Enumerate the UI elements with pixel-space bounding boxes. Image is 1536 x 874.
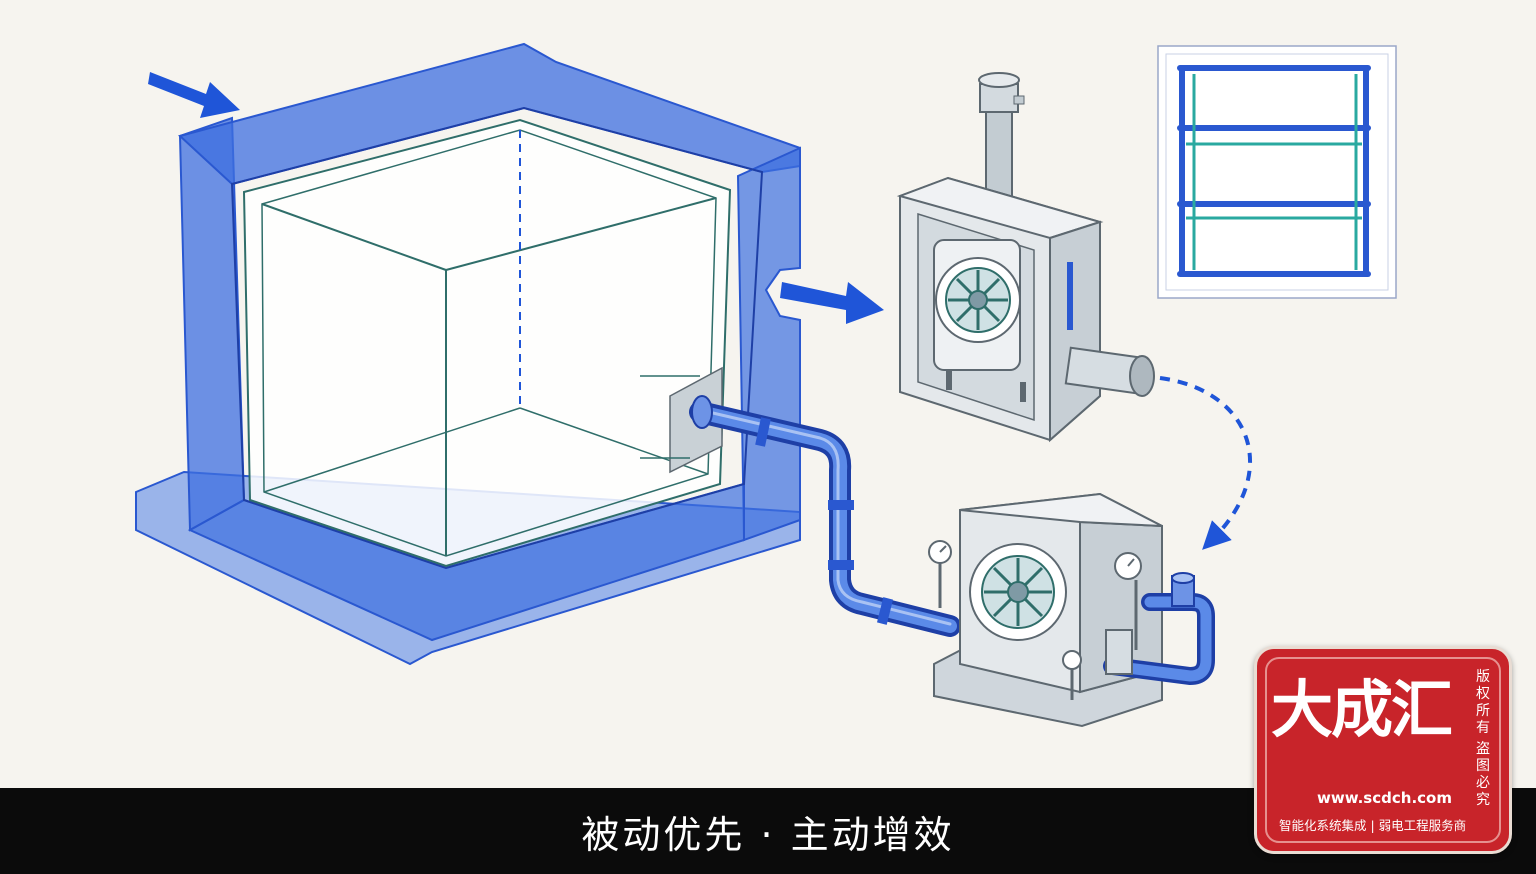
arrow-icon	[148, 72, 240, 118]
seal-brand: 大成汇	[1271, 673, 1453, 746]
fan-icon	[969, 543, 1067, 641]
glass-cube	[242, 118, 732, 568]
seal-tagline: 智能化系统集成 | 弱电工程服务商	[1279, 818, 1467, 833]
pressure-gauge-icon	[1062, 650, 1082, 700]
seal-border	[1265, 657, 1501, 843]
dashed-arrow-icon	[1159, 376, 1252, 550]
fan-unit-upper	[896, 72, 1155, 443]
window-panel	[1157, 45, 1397, 299]
insulated-building	[135, 42, 801, 666]
pressure-gauge-icon	[1114, 552, 1142, 650]
caption-text: 被动优先 · 主动增效	[581, 812, 955, 857]
arrow-icon	[780, 282, 884, 324]
seal-url: www.scdch.com	[1317, 789, 1452, 807]
seal-copyright: 版权所有	[1476, 669, 1490, 736]
seal-no-theft: 盗图必究	[1476, 741, 1490, 808]
watermark-seal: 大成汇 版权所有 盗图必究 www.scdch.com 智能化系统集成 | 弱电…	[1254, 646, 1512, 854]
fan-icon	[935, 257, 1021, 343]
insulation-wall-right	[736, 146, 801, 542]
insulation-inner-edge	[230, 106, 764, 570]
heat-pump-unit	[928, 492, 1215, 728]
pipe	[689, 395, 961, 637]
pressure-gauge-icon	[928, 540, 952, 608]
